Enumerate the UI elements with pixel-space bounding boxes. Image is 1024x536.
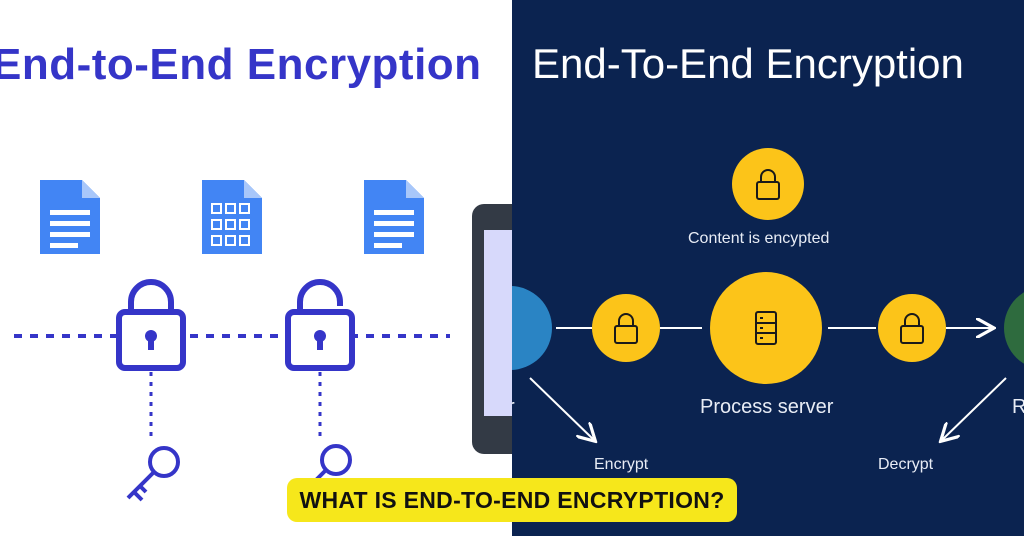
content-encrypted-label: Content is encypted — [688, 230, 830, 247]
lock-open-icon — [285, 279, 355, 371]
left-diagram-graphic — [14, 180, 512, 502]
process-server-label: Process server — [700, 396, 834, 418]
receiving-device-icon — [472, 204, 512, 454]
left-diagram-panel: End-to-End Encryption — [0, 40, 512, 502]
right-panel-title: End-To-End Encryption — [532, 40, 964, 87]
encrypted-document-icon — [202, 180, 262, 254]
right-flow-graphic — [512, 148, 1024, 536]
decrypt-arrow — [942, 377, 1007, 440]
document-icon — [40, 180, 100, 254]
process-server-node — [710, 272, 822, 384]
encrypt-label: Encrypt — [594, 456, 649, 473]
lock-closed-icon — [116, 279, 186, 371]
receiver-node — [1004, 292, 1024, 364]
headline-banner: WHAT IS END-TO-END ENCRYPTION? — [287, 478, 737, 522]
key-icon — [126, 446, 180, 502]
receiver-label-fragment: R — [1012, 396, 1024, 418]
content-lock-node — [732, 148, 804, 220]
decrypt-lock-node — [878, 294, 946, 362]
decrypt-label: Decrypt — [878, 456, 934, 473]
right-diagram-panel: End-To-End Encryption — [512, 0, 1024, 536]
encrypt-arrow — [529, 377, 594, 440]
left-panel-title: End-to-End Encryption — [0, 40, 482, 89]
sender-node — [512, 286, 552, 370]
sender-label-fragment: r — [512, 396, 515, 419]
encrypt-lock-node — [592, 294, 660, 362]
document-icon — [364, 180, 424, 254]
